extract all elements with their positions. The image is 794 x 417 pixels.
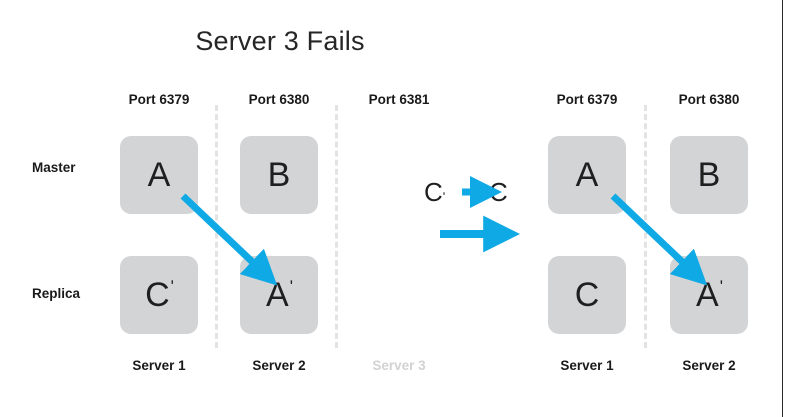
- node-label: B: [697, 156, 721, 194]
- right-replica-node-server1: C: [548, 256, 626, 334]
- promotion-target-label: C: [489, 177, 508, 207]
- left-replica-node-server2: Aʹ: [240, 256, 318, 334]
- node-label: Aʹ: [696, 276, 723, 314]
- right-master-node-server1: A: [548, 136, 626, 214]
- left-port-label-6381: Port 6381: [368, 92, 430, 107]
- left-server-label-3-failed: Server 3: [372, 358, 426, 373]
- promotion-source-prime: ʹ: [442, 189, 446, 204]
- row-label-master: Master: [32, 160, 76, 175]
- node-label: A: [147, 156, 171, 194]
- node-label: B: [267, 156, 291, 194]
- right-port-label-6380: Port 6380: [678, 92, 740, 107]
- row-label-replica: Replica: [32, 286, 81, 301]
- left-divider-1: [215, 105, 218, 348]
- promotion-source-base: C: [424, 177, 443, 207]
- node-label-prime: ʹ: [289, 276, 293, 296]
- left-divider-2: [335, 105, 338, 348]
- node-label-prime: ʹ: [170, 276, 174, 296]
- page-title: Server 3 Fails: [195, 26, 365, 56]
- node-label: C: [575, 278, 600, 312]
- canvas-right-border: [782, 0, 783, 417]
- right-port-label-6379: Port 6379: [556, 92, 618, 107]
- right-replica-node-server2: Aʹ: [670, 256, 748, 334]
- left-master-node-server2: B: [240, 136, 318, 214]
- left-master-node-server1: A: [120, 136, 198, 214]
- node-label: Cʹ: [145, 276, 174, 314]
- right-divider-1: [644, 105, 647, 348]
- right-server-label-1: Server 1: [560, 358, 614, 373]
- node-label: A: [575, 156, 599, 194]
- node-label-prime: ʹ: [719, 276, 723, 296]
- left-port-label-6379: Port 6379: [128, 92, 190, 107]
- left-server-label-1: Server 1: [132, 358, 186, 373]
- node-label-base: A: [696, 276, 719, 314]
- node-label-base: A: [266, 276, 289, 314]
- left-replica-node-server1: Cʹ: [120, 256, 198, 334]
- right-server-label-2: Server 2: [682, 358, 736, 373]
- node-label: Aʹ: [266, 276, 293, 314]
- node-label-base: C: [145, 276, 170, 314]
- node-label-base: C: [574, 276, 600, 314]
- promotion-source-label: Cʹ: [424, 179, 445, 205]
- right-master-node-server2: B: [670, 136, 748, 214]
- left-server-label-2: Server 2: [252, 358, 306, 373]
- left-port-label-6380: Port 6380: [248, 92, 310, 107]
